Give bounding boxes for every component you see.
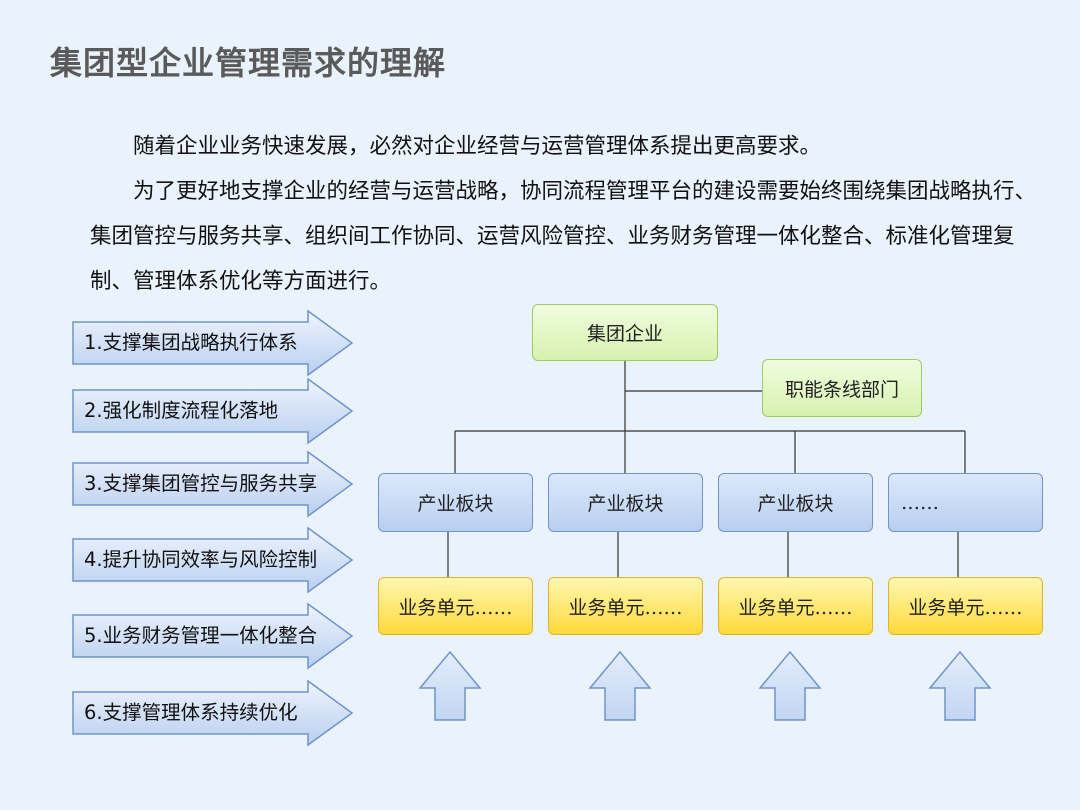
requirement-arrow-3 (72, 450, 354, 518)
up-arrow-2 (588, 650, 652, 721)
requirement-arrow-5 (72, 602, 354, 670)
requirement-label-1: 1.支撑集团战略执行体系 (84, 331, 298, 354)
function-dept-box: 职能条线部门 (762, 359, 922, 417)
requirement-arrow-6 (72, 679, 354, 747)
segment-box-4: …… (888, 473, 1043, 532)
segment-box-2: 产业板块 (548, 473, 703, 532)
org-root-box: 集团企业 (532, 304, 718, 361)
org-connectors (447, 361, 966, 577)
intro-paragraph-1: 随着企业业务快速发展，必然对企业经营与运营管理体系提出更高要求。 (133, 134, 822, 159)
requirement-label-6: 6.支撑管理体系持续优化 (84, 701, 298, 724)
up-arrow-3 (758, 650, 822, 721)
segment-box-3: 产业板块 (718, 473, 873, 532)
requirement-label-3: 3.支撑集团管控与服务共享 (84, 472, 318, 495)
requirement-arrow-1 (72, 309, 354, 377)
page-title: 集团型企业管理需求的理解 (50, 44, 447, 82)
requirement-arrow-2 (72, 377, 354, 445)
segment-box-1: 产业板块 (378, 473, 533, 532)
unit-box-2: 业务单元…… (548, 577, 703, 635)
up-arrow-1 (418, 650, 482, 721)
unit-box-1: 业务单元…… (378, 577, 533, 635)
requirement-label-5: 5.业务财务管理一体化整合 (84, 624, 318, 647)
requirement-arrow-4 (72, 526, 354, 594)
unit-box-4: 业务单元…… (888, 577, 1043, 635)
up-arrow-4 (928, 650, 992, 721)
intro-text: 随着企业业务快速发展，必然对企业经营与运营管理体系提出更高要求。 为了更好地支撑… (90, 124, 1040, 304)
intro-paragraph-2: 为了更好地支撑企业的经营与运营战略，协同流程管理平台的建设需要始终围绕集团战略执… (90, 179, 1037, 294)
requirement-label-4: 4.提升协同效率与风险控制 (84, 548, 318, 571)
requirement-label-2: 2.强化制度流程化落地 (84, 399, 279, 422)
unit-box-3: 业务单元…… (718, 577, 873, 635)
